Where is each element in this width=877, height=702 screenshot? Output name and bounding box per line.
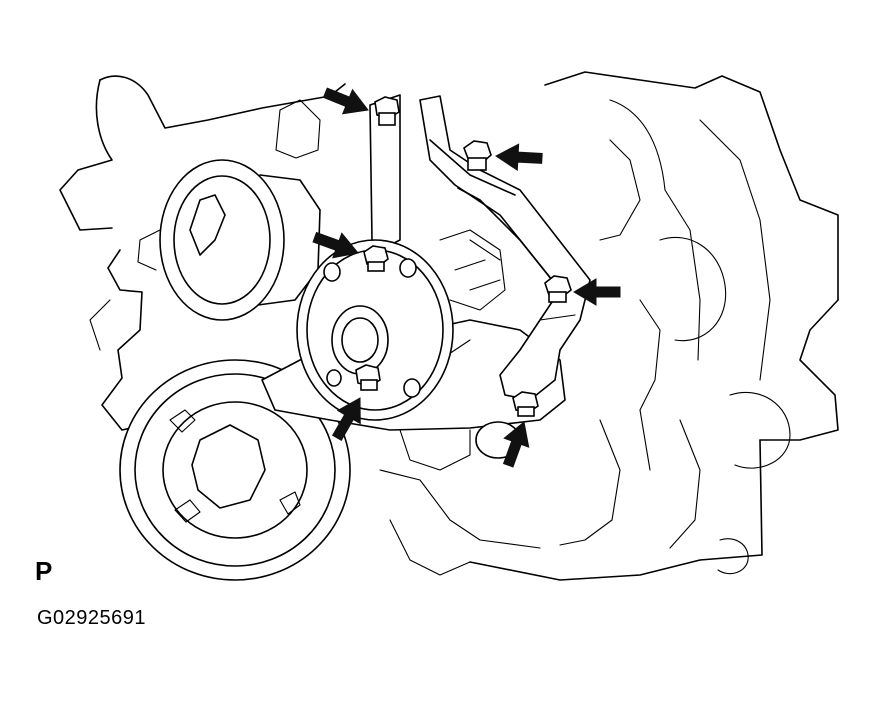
view-letter: P (35, 556, 53, 586)
bolt-right (544, 275, 572, 303)
arrow-icon (322, 87, 369, 115)
callout-arrows (312, 87, 621, 468)
crankshaft-pulley (119, 359, 351, 581)
arrow-icon (312, 231, 359, 259)
water-pump-pulley (296, 239, 454, 421)
idler-pulley (159, 159, 321, 321)
arrow-icon (331, 397, 361, 442)
figure-code: G02925691 (37, 607, 147, 629)
bolt-lower-right (512, 391, 539, 417)
bolt-upper-right (463, 140, 492, 171)
arrow-icon (573, 278, 621, 306)
bolt-pulley-top (363, 245, 389, 272)
bolt-pulley-bottom (355, 364, 381, 391)
engine-block (59, 71, 839, 581)
arrow-icon (495, 143, 543, 172)
arrow-icon (502, 421, 530, 468)
bolt-top-bracket (374, 96, 400, 126)
